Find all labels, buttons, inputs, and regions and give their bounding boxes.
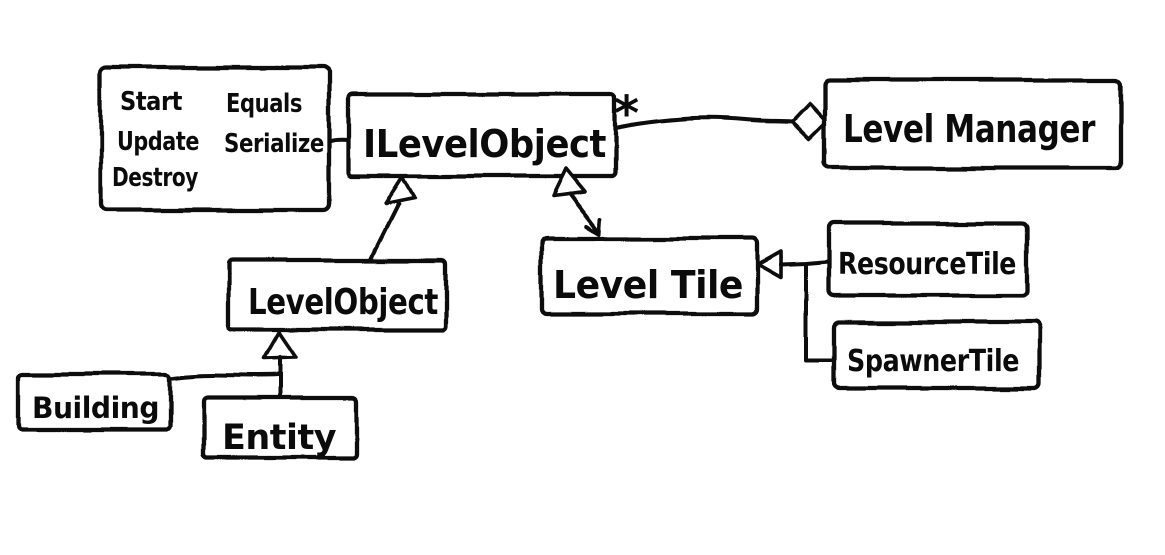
inheritance-line-levelobject: [369, 202, 400, 260]
class-box-leveltile: [539, 235, 760, 317]
class-label-leveltile: Level Tile: [553, 263, 743, 307]
class-box-spawnertile: [831, 319, 1043, 391]
class-box-ilevelobject: [346, 91, 618, 179]
inheritance-arrowhead-levelobject: [262, 331, 298, 361]
note-text-start: Start: [120, 87, 182, 117]
note-text-equals: Equals: [226, 89, 302, 119]
class-box-levelobject: [225, 257, 449, 333]
aggregation-line: [613, 116, 794, 130]
note-text-serialize: Serialize: [224, 129, 324, 159]
class-label-ilevelobject: ILevelObject: [363, 122, 606, 166]
note-box-methods: [98, 64, 332, 213]
leveltile-arrow-tip: [585, 217, 603, 236]
class-box-levelmanager: [821, 77, 1124, 171]
class-label-levelmanager: Level Manager: [843, 107, 1096, 151]
class-box-resourcetile: [826, 221, 1030, 298]
note-text-update: Update: [117, 127, 199, 157]
note-text-destroy: Destroy: [112, 163, 198, 193]
inheritance-arrowhead-ilevelobject-left: [383, 175, 416, 206]
inheritance-arrowhead-leveltile: [756, 249, 783, 279]
class-label-building: Building: [32, 391, 159, 425]
class-label-resourcetile: ResourceTile: [838, 247, 1016, 282]
class-label-levelobject: LevelObject: [248, 282, 438, 323]
inheritance-line-spawnertile: [804, 261, 836, 362]
class-box-entity: [200, 394, 360, 461]
inheritance-line-building: [167, 372, 280, 380]
class-box-building: [16, 371, 172, 433]
inheritance-line-leveltile: [568, 191, 601, 233]
class-label-spawnertile: SpawnerTile: [847, 344, 1019, 379]
class-label-entity: Entity: [222, 418, 337, 458]
multiplicity-star: *: [614, 86, 639, 142]
aggregation-diamond-icon: [790, 102, 828, 141]
